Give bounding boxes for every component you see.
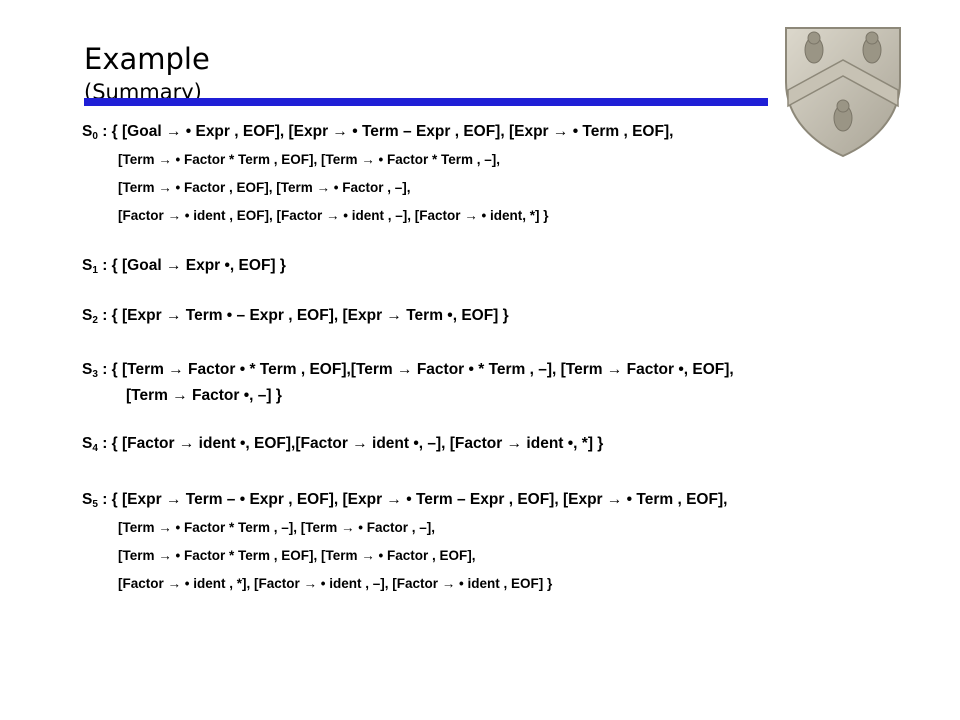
state-s0-line-2: [Term → • Factor * Term , EOF], [Term → …	[118, 152, 501, 167]
state-s5-line-1: S5 : { [Expr → Term – • Expr , EOF], [Ex…	[82, 491, 728, 510]
state-s5-line-4: [Factor → • ident , *], [Factor → • iden…	[118, 576, 553, 591]
state-s5-line-3: [Term → • Factor * Term , EOF], [Term → …	[118, 548, 476, 563]
state-s1-line-1: S1 : { [Goal → Expr •, EOF] }	[82, 257, 286, 276]
state-s2-line-1: S2 : { [Expr → Term • – Expr , EOF], [Ex…	[82, 307, 509, 326]
state-s5-line-2: [Term → • Factor * Term , –], [Term → • …	[118, 520, 436, 535]
state-s0-line-1: S0 : { [Goal → • Expr , EOF], [Expr → • …	[82, 123, 674, 142]
state-s3-line-2: [Term → Factor •, –] }	[126, 387, 282, 404]
university-crest-icon	[785, 27, 901, 158]
state-s4-line-1: S4 : { [Factor → ident •, EOF],[Factor →…	[82, 435, 604, 454]
state-s0-line-3: [Term → • Factor , EOF], [Term → • Facto…	[118, 180, 411, 195]
state-s0-line-4: [Factor → • ident , EOF], [Factor → • id…	[118, 208, 549, 223]
title-rule	[84, 98, 768, 106]
slide-title: Example	[84, 42, 210, 76]
state-s3-line-1: S3 : { [Term → Factor • * Term , EOF],[T…	[82, 361, 734, 380]
